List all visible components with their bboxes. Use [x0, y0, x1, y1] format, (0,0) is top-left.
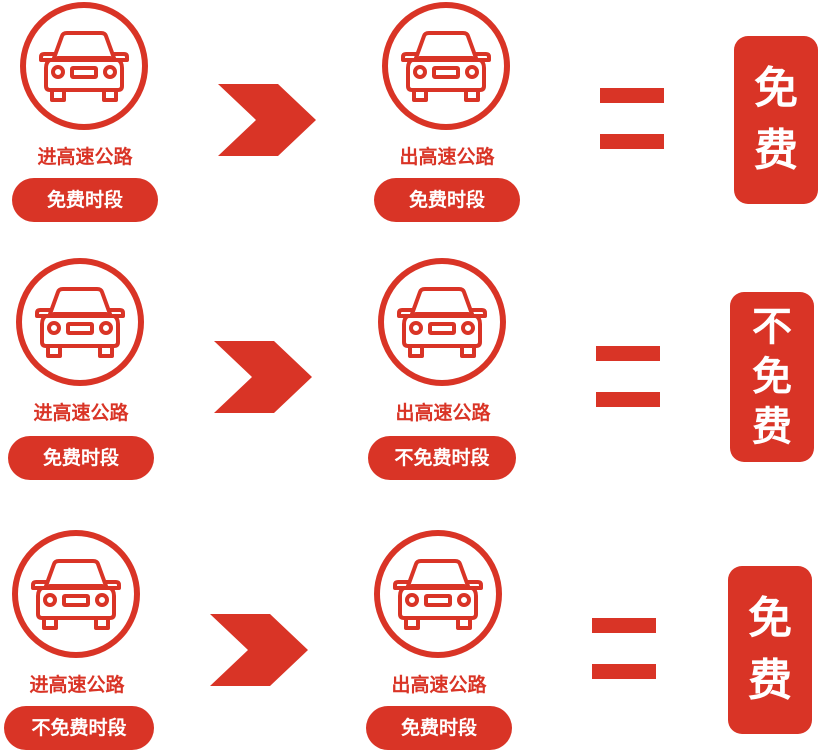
result-char: 费	[748, 655, 792, 706]
chevron-right-icon	[218, 84, 316, 156]
entry-label: 进高速公路	[29, 674, 125, 696]
result-char: 费	[754, 125, 798, 176]
exit-period-badge: 不免费时段	[368, 436, 516, 480]
entry-car-icon	[12, 530, 140, 658]
entry-period-badge: 不免费时段	[4, 706, 154, 750]
exit-label: 出高速公路	[395, 402, 491, 424]
exit-period-badge: 免费时段	[366, 706, 512, 750]
equals-sign-icon	[600, 88, 664, 152]
result-badge: 免 费	[734, 36, 818, 204]
chevron-right-icon	[210, 614, 308, 686]
equals-sign-icon	[592, 618, 656, 682]
entry-label: 进高速公路	[37, 146, 133, 168]
entry-label: 进高速公路	[33, 402, 129, 424]
result-badge: 免 费	[728, 566, 812, 734]
exit-label: 出高速公路	[391, 674, 487, 696]
equals-sign-icon	[596, 346, 660, 410]
exit-label: 出高速公路	[399, 146, 495, 168]
result-badge: 不 免 费	[730, 292, 814, 462]
exit-car-icon	[382, 2, 510, 130]
exit-car-icon	[378, 258, 506, 386]
exit-car-icon	[374, 530, 502, 658]
entry-car-icon	[20, 2, 148, 130]
result-char: 免	[752, 354, 792, 400]
result-char: 不	[752, 304, 792, 350]
exit-period-badge: 免费时段	[374, 178, 520, 222]
result-char: 费	[752, 404, 792, 450]
chevron-right-icon	[214, 341, 312, 413]
result-char: 免	[748, 593, 792, 644]
entry-period-badge: 免费时段	[8, 436, 154, 480]
entry-car-icon	[16, 258, 144, 386]
result-char: 免	[754, 63, 798, 114]
entry-period-badge: 免费时段	[12, 178, 158, 222]
